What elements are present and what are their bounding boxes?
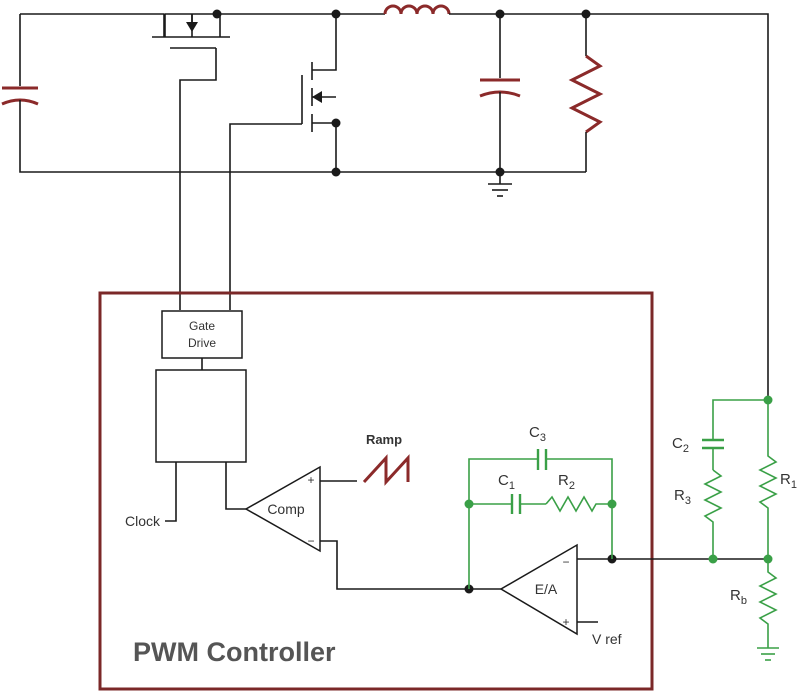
clock-label: Clock <box>125 513 161 529</box>
comp-output-wire <box>225 462 246 510</box>
gate-drive-block <box>161 310 243 359</box>
rb-label: Rb <box>730 587 747 607</box>
output-rail-wire <box>449 13 769 400</box>
r3-label: R3 <box>674 487 691 507</box>
ea-output-to-comp-wire <box>320 540 469 590</box>
ramp-label: Ramp <box>366 432 402 447</box>
vref-label: V ref <box>592 631 622 647</box>
clock-wire <box>165 462 177 522</box>
error-amplifier <box>499 543 578 636</box>
gate-drive-label-line1: Gate <box>189 319 215 333</box>
inductor <box>383 4 451 15</box>
pwm-controller-title: PWM Controller <box>133 637 336 667</box>
high-side-gate-wire <box>179 48 217 310</box>
r3-resistor <box>703 469 723 559</box>
junction-dot <box>212 9 222 19</box>
r1-resistor <box>758 400 778 559</box>
compensation-network: C3 C1 R2 C2 R3 R1 Rb <box>464 395 797 661</box>
r2-resistor <box>545 495 612 513</box>
comp-label: Comp <box>267 501 305 517</box>
ramp-waveform-icon <box>362 454 410 486</box>
c3-label: C3 <box>529 424 546 444</box>
r1-label: R1 <box>780 471 797 491</box>
c2-label: C2 <box>672 435 689 455</box>
c1-label: C1 <box>498 472 515 492</box>
load-resistor <box>568 54 604 134</box>
power-stage <box>1 4 769 400</box>
comp-plus-sign: + <box>307 473 314 487</box>
comp-minus-sign: − <box>307 534 314 548</box>
low-side-gate-wire <box>229 123 302 310</box>
rb-resistor <box>758 559 778 648</box>
ground-rail-wire <box>19 100 586 173</box>
ea-label: E/A <box>535 581 558 597</box>
ea-minus-sign: − <box>562 555 569 569</box>
feedback-ground-icon <box>757 647 779 661</box>
latch-block <box>155 369 247 463</box>
r2-label: R2 <box>558 472 575 492</box>
pwm-controller-box <box>98 291 654 691</box>
high-side-arrow-icon <box>186 22 198 32</box>
ea-plus-sign: + <box>562 615 569 629</box>
low-side-mosfet <box>229 14 341 310</box>
junction-dot <box>331 167 341 177</box>
high-side-mosfet <box>152 14 230 310</box>
low-side-arrow-icon <box>312 91 322 103</box>
comparator <box>244 465 321 553</box>
gate-drive-label-line2: Drive <box>188 336 216 350</box>
ground-icon <box>488 172 512 197</box>
top-rail-left-wire <box>20 13 165 37</box>
